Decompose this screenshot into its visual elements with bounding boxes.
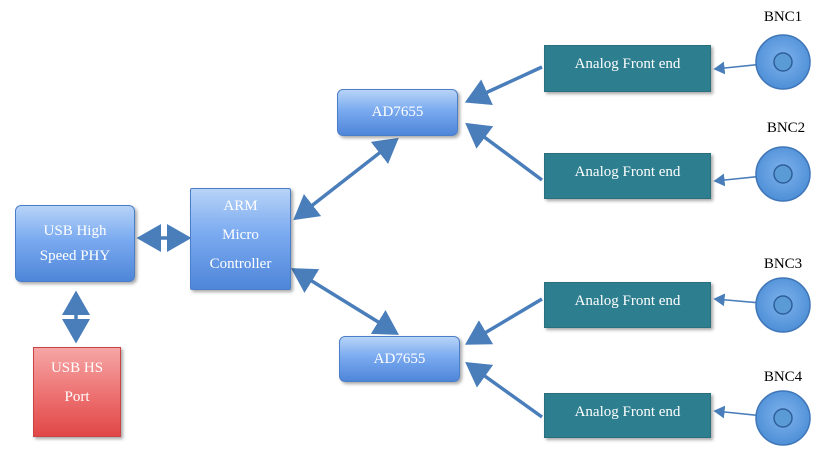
arm-label-line3: Controller [209, 256, 272, 272]
arrow-afe4-adc-bottom [465, 361, 544, 419]
bnc1-label: BNC1 [763, 9, 803, 25]
analog-front-end-2: Analog Front end [544, 153, 711, 199]
usb-phy-label-line2: Speed PHY [39, 247, 111, 264]
arrow-arm-adc-top [293, 137, 399, 221]
analog-front-end-4: Analog Front end [544, 393, 711, 438]
adc-bottom-label: AD7655 [373, 350, 426, 367]
afe2-label: Analog Front end [574, 164, 681, 180]
afe4-label: Analog Front end [574, 404, 681, 420]
usb-hs-port-block: USB HS Port [33, 347, 121, 437]
afe3-label: Analog Front end [574, 293, 681, 309]
bnc3-connector-icon [755, 277, 811, 333]
analog-front-end-3: Analog Front end [544, 282, 711, 328]
adc-bottom-block: AD7655 [339, 336, 460, 382]
arm-microcontroller-block: ARM Micro Controller [190, 188, 291, 290]
usb-phy-block: USB High Speed PHY [15, 205, 135, 282]
bnc4-label: BNC4 [763, 369, 803, 385]
arm-label-line2: Micro [222, 227, 259, 243]
bnc2-connector-icon [755, 146, 811, 202]
bnc4-connector-icon [755, 390, 811, 446]
afe1-label: Analog Front end [574, 56, 681, 72]
bnc1-connector-icon [755, 34, 811, 90]
bnc3-label: BNC3 [763, 256, 803, 272]
arrow-afe2-adc-top [465, 122, 544, 182]
usb-phy-label-line1: USB High [43, 222, 107, 239]
usb-port-label-line1: USB HS [50, 360, 104, 376]
arrow-afe1-adc-top [464, 65, 543, 105]
bnc2-label: BNC2 [766, 120, 806, 136]
arrow-arm-adc-bottom [291, 268, 399, 335]
arrow-afe3-adc-bottom [464, 297, 543, 345]
analog-front-end-1: Analog Front end [544, 45, 711, 92]
usb-port-label-line2: Port [64, 389, 90, 405]
adc-top-block: AD7655 [337, 89, 458, 136]
arm-label-line1: ARM [223, 198, 258, 214]
adc-top-label: AD7655 [371, 104, 424, 120]
